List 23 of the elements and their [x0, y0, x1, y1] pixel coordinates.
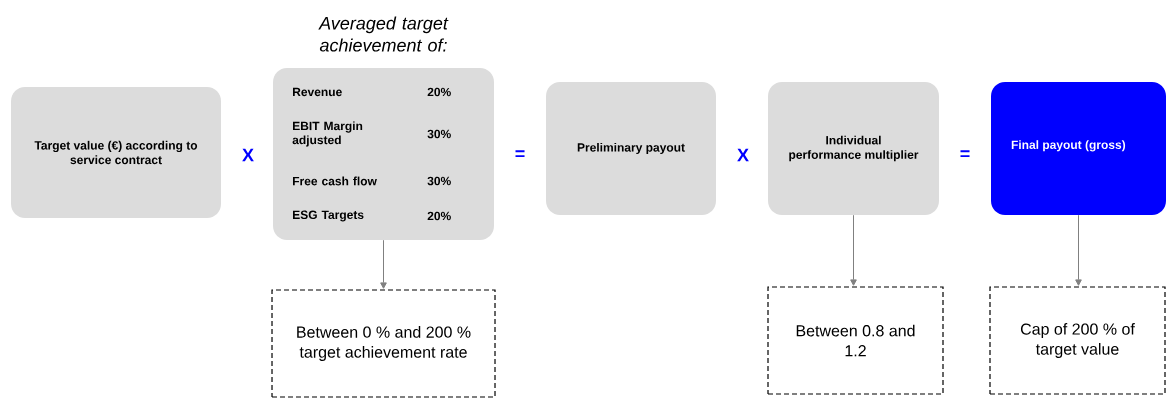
table-cell: 20%: [427, 211, 451, 221]
arrow: [850, 214, 857, 286]
note-box: Between 0.8 and 1.2: [767, 286, 944, 395]
note-box: Cap of 200 % of target value: [989, 286, 1166, 395]
note-box: Between 0 % and 200 % target achievement rate: [271, 289, 496, 398]
result-box: Final payout (gross): [991, 82, 1166, 215]
operator-symbol: =: [515, 150, 525, 158]
table-cell: 30%: [427, 176, 451, 186]
operator-symbol: X: [737, 148, 749, 162]
operator-symbol: =: [960, 150, 970, 158]
process-box: Preliminary payout: [546, 82, 716, 215]
table-cell: EBIT Margin adjusted: [292, 121, 363, 147]
table-cell: Free cash flow: [293, 176, 377, 186]
arrow: [380, 239, 387, 289]
process-box: Individual performance multiplier: [768, 82, 939, 215]
operator-symbol: X: [242, 148, 254, 162]
table-cell: 20%: [427, 87, 451, 97]
process-box: Target value (€) according to service contract: [11, 87, 221, 218]
heading: Averaged target achievement of:: [318, 16, 449, 52]
arrow: [1075, 214, 1082, 286]
table-cell: ESG Targets: [293, 210, 364, 222]
table-cell: 30%: [427, 129, 451, 139]
table-cell: Revenue: [293, 87, 342, 97]
